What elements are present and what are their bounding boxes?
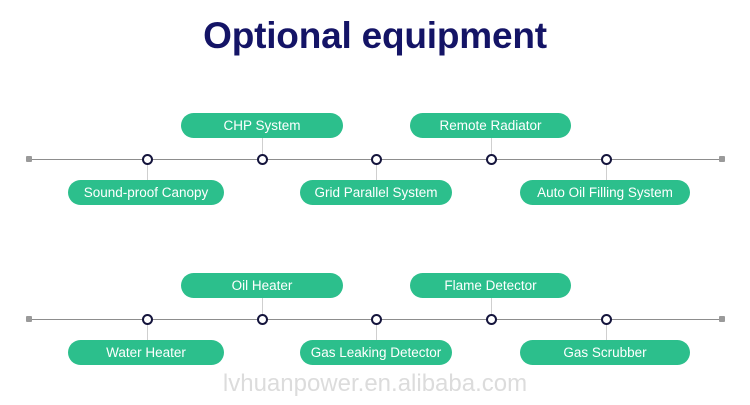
node-connector — [606, 160, 607, 181]
axis-end-cap — [719, 316, 725, 322]
node-connector — [147, 320, 148, 341]
equipment-label-pill[interactable]: Grid Parallel System — [300, 180, 452, 205]
equipment-label-pill[interactable]: Oil Heater — [181, 273, 343, 298]
equipment-label-pill[interactable]: Remote Radiator — [410, 113, 571, 138]
axis-start-cap — [26, 156, 32, 162]
equipment-label-pill[interactable]: Sound-proof Canopy — [68, 180, 224, 205]
timeline-node[interactable] — [601, 314, 612, 325]
timeline-node[interactable] — [601, 154, 612, 165]
equipment-label-pill[interactable]: Water Heater — [68, 340, 224, 365]
timeline-node[interactable] — [142, 314, 153, 325]
timeline-node[interactable] — [486, 154, 497, 165]
node-connector — [376, 160, 377, 181]
equipment-label-pill[interactable]: CHP System — [181, 113, 343, 138]
timeline-node[interactable] — [371, 154, 382, 165]
axis-end-cap — [719, 156, 725, 162]
node-connector — [262, 138, 263, 159]
node-connector — [262, 298, 263, 319]
timeline-node[interactable] — [486, 314, 497, 325]
node-connector — [376, 320, 377, 341]
timeline-node[interactable] — [142, 154, 153, 165]
node-connector — [491, 138, 492, 159]
timeline-node[interactable] — [257, 154, 268, 165]
axis-start-cap — [26, 316, 32, 322]
equipment-label-pill[interactable]: Gas Scrubber — [520, 340, 690, 365]
node-connector — [147, 160, 148, 181]
equipment-label-pill[interactable]: Flame Detector — [410, 273, 571, 298]
watermark: lvhuanpower.en.alibaba.com — [222, 370, 528, 397]
equipment-label-pill[interactable]: Gas Leaking Detector — [300, 340, 452, 365]
page-title: Optional equipment — [203, 15, 547, 56]
timeline-node[interactable] — [257, 314, 268, 325]
equipment-label-pill[interactable]: Auto Oil Filling System — [520, 180, 690, 205]
timeline-node[interactable] — [371, 314, 382, 325]
node-connector — [606, 320, 607, 341]
node-connector — [491, 298, 492, 319]
